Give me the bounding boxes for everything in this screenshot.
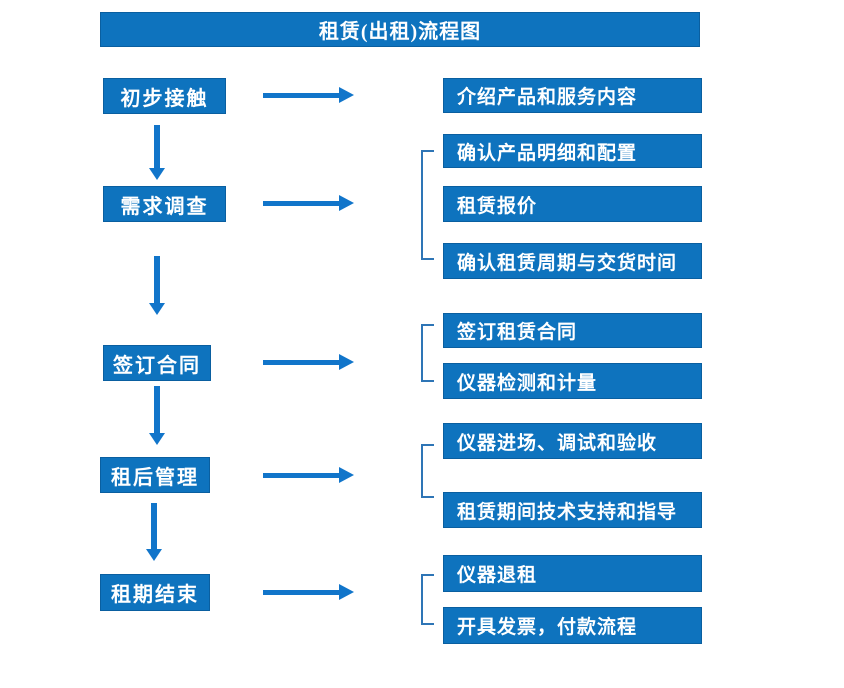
arrow-right-5 [263, 584, 354, 600]
arrow-right-4 [263, 467, 354, 483]
output-box-confirm-period: 确认租赁周期与交货时间 [443, 243, 702, 279]
arrow-right-2 [263, 195, 354, 211]
arrow-down-4 [146, 503, 162, 561]
arrow-down-2 [149, 256, 165, 315]
group-bracket-lease-end [421, 574, 434, 625]
step-box-demand-survey: 需求调查 [103, 186, 226, 222]
flowchart-title: 租赁(出租)流程图 [100, 12, 700, 47]
arrow-down-3 [149, 386, 165, 445]
output-box-instrument-testing: 仪器检测和计量 [443, 363, 702, 399]
step-box-sign-contract: 签订合同 [103, 345, 211, 381]
output-box-invoice-payment: 开具发票，付款流程 [443, 607, 702, 644]
output-box-instrument-return: 仪器退租 [443, 555, 702, 592]
arrow-right-3 [263, 354, 354, 370]
output-box-sign-rental-contract: 签订租赁合同 [443, 313, 702, 348]
output-box-instrument-setup: 仪器进场、调试和验收 [443, 423, 702, 459]
output-box-introduce-products: 介绍产品和服务内容 [443, 78, 702, 113]
step-box-lease-end: 租期结束 [100, 574, 210, 611]
step-box-post-rental-mgmt: 租后管理 [100, 457, 210, 493]
arrow-right-1 [263, 87, 354, 103]
output-box-confirm-details: 确认产品明细和配置 [443, 134, 702, 168]
output-box-tech-support: 租赁期间技术支持和指导 [443, 492, 702, 528]
group-bracket-sign-contract [421, 324, 434, 382]
output-box-rental-quote: 租赁报价 [443, 186, 702, 222]
arrow-down-1 [149, 125, 165, 180]
group-bracket-demand-survey [421, 150, 434, 260]
step-box-initial-contact: 初步接触 [103, 78, 226, 114]
group-bracket-post-rental-mgmt [421, 444, 434, 498]
